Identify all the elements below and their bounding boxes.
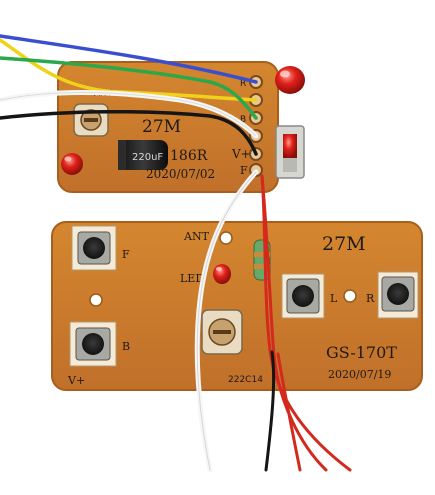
wire-green [0, 56, 258, 120]
transmitter-date: 2020/07/19 [328, 368, 391, 381]
wire-red-2 [260, 174, 328, 472]
wire-red-3 [276, 352, 302, 472]
receiver-wires [0, 34, 259, 156]
receiver-frequency: 27M [142, 117, 181, 137]
transmitter-model: GS-170T [326, 343, 397, 362]
antenna-hole [219, 231, 233, 245]
transmitter-label-led: LED [180, 272, 204, 285]
capacitor: 220uF [118, 140, 168, 170]
transmitter-wires [194, 169, 352, 473]
wire-red-1 [260, 174, 352, 472]
wire-blue [0, 34, 258, 84]
receiver-board: 220uF ANT 27M 186R 2020/07/02 R B V+ F [57, 61, 305, 193]
receiver-led-small [61, 153, 83, 175]
wire-black-bottom [264, 350, 276, 472]
transmitter-label-l: L [330, 292, 338, 305]
button-left[interactable] [281, 273, 325, 319]
power-switch[interactable] [275, 125, 305, 179]
transmitter-trimmer [201, 309, 243, 355]
transmitter-frequency: 27M [322, 233, 366, 255]
receiver-label-f: F [240, 164, 248, 177]
receiver-label-r: R [240, 79, 246, 89]
transmitter-label-v-plus: V+ [67, 374, 85, 387]
transmitter-pcb [51, 221, 423, 391]
button-forward[interactable] [71, 225, 117, 271]
receiver-label-v-plus: V+ [231, 147, 251, 161]
transmitter-led [213, 264, 231, 284]
receiver-trimmer [73, 103, 109, 137]
receiver-date: 2020/07/02 [146, 167, 215, 181]
transmitter-board: F B ANT LED L R V+ 27M GS-170T 2020/07/1… [51, 221, 423, 391]
button-back[interactable] [69, 321, 117, 367]
mounting-hole [89, 293, 103, 307]
receiver-chip: 186R [170, 148, 208, 164]
button-right[interactable] [377, 271, 419, 319]
mounting-hole [343, 289, 357, 303]
transmitter-crystal-marking: 222C14 [228, 375, 263, 385]
capacitor-marking: 220uF [132, 152, 163, 163]
transmitter-label-b: B [122, 340, 130, 353]
transmitter-label-ant: ANT [183, 230, 210, 243]
transmitter-label-f: F [122, 248, 130, 261]
wire-black-top [0, 109, 258, 156]
transmitter-label-r: R [366, 292, 375, 305]
receiver-label-b: B [240, 115, 246, 125]
receiver-led-large [275, 66, 305, 94]
